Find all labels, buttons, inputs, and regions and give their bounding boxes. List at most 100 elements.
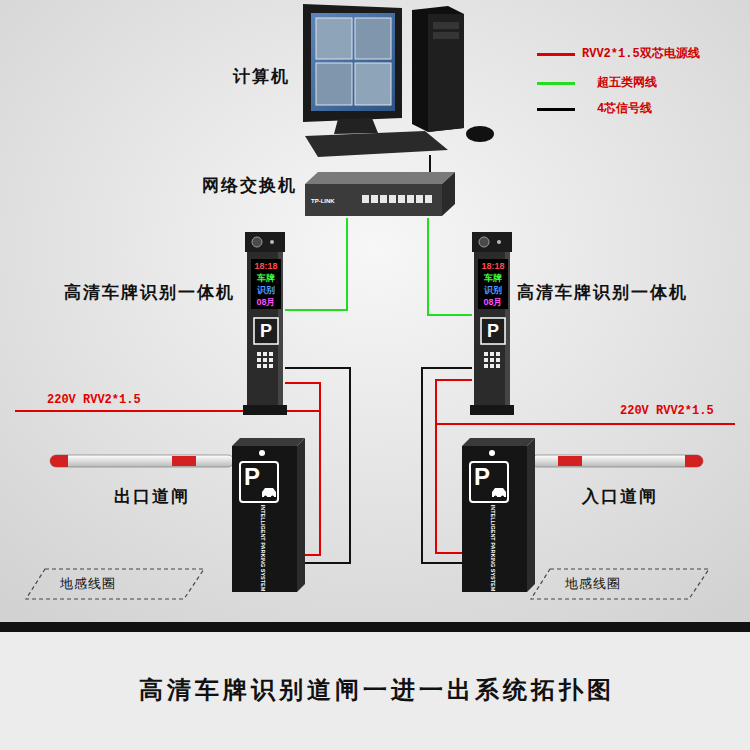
car-wheel [271, 495, 274, 498]
cable-connector [422, 368, 472, 563]
led-text: 08月 [251, 297, 281, 308]
key [269, 364, 273, 368]
parking-logo-frame [240, 462, 278, 502]
node-label-holder: 地感线圈 [565, 576, 621, 592]
legend-row: 超五类网线 [537, 75, 727, 91]
diagram-caption: 高清车牌识别道闸一进一出系统拓扑图 [0, 674, 750, 706]
label-holder: 08月 [478, 297, 508, 308]
monitor-stand [334, 118, 378, 134]
key [263, 352, 267, 356]
plate-camera [470, 232, 514, 415]
label-holder: 识别 [478, 285, 508, 296]
car-wheel [264, 495, 267, 498]
legend-row: RVV2*1.5双芯电源线 [537, 46, 727, 62]
ground-loop-node: 地感线圈 [530, 568, 710, 600]
arm-bar [50, 455, 234, 467]
node-label-holder: 出口道闸 [114, 486, 190, 507]
arm-band [172, 456, 196, 466]
led-text: 识别 [478, 285, 508, 296]
parking-sign [254, 318, 278, 344]
switch-ports [362, 195, 432, 203]
cable-connector [285, 383, 320, 555]
cable-connector [285, 218, 347, 310]
gate-indicator [259, 450, 265, 456]
car-icon [262, 488, 276, 497]
led-display [251, 259, 281, 309]
led-text: 车牌 [251, 273, 281, 284]
label-holder: 220V RVV2*1.5 [47, 393, 141, 407]
legend-swatch [537, 108, 575, 111]
video-tile [316, 63, 352, 105]
video-tile [316, 18, 352, 59]
arm-tip [685, 455, 703, 467]
computer [303, 4, 494, 157]
barrier-arm [50, 455, 234, 467]
node-label: 入口道闸 [582, 486, 658, 507]
key [263, 358, 267, 362]
barrier-arm [531, 455, 703, 467]
network-switch [305, 172, 455, 216]
label-holder: TP-LINK [311, 197, 335, 205]
node-label: 高清车牌识别一体机 [64, 282, 235, 303]
node-label: 高清车牌识别一体机 [517, 282, 688, 303]
port [416, 195, 423, 203]
arm-tip [50, 455, 68, 467]
cable-connector [436, 380, 472, 553]
key [257, 352, 261, 356]
led-text: 识别 [251, 285, 281, 296]
pc-tower-front [428, 14, 464, 132]
key [269, 352, 273, 356]
key [263, 364, 267, 368]
legend-row: 4芯信号线 [537, 101, 727, 117]
node-label-holder: 地感线圈 [60, 576, 116, 592]
port [398, 195, 405, 203]
caption-holder: 高清车牌识别道闸一进一出系统拓扑图 [0, 674, 750, 706]
video-tile [355, 63, 391, 105]
port [380, 195, 387, 203]
barrier-gate-node: 入口道闸 [462, 438, 535, 593]
gate-top [232, 438, 305, 446]
label-holder: P [472, 463, 492, 491]
power-label: 220V RVV2*1.5 [47, 393, 141, 407]
parking-logo-letter: P [472, 463, 492, 491]
led-text: 18:18 [478, 261, 508, 272]
barrier-gate [232, 438, 305, 592]
port [371, 195, 378, 203]
node-label-holder: 高清车牌识别一体机 [517, 282, 688, 303]
camera-lens [252, 237, 262, 247]
key [269, 358, 273, 362]
barrier-gate [462, 438, 535, 592]
label-holder: 识别 [251, 285, 281, 296]
node-label: 出口道闸 [114, 486, 190, 507]
node-label: 地感线圈 [60, 576, 116, 592]
legend-text: 4芯信号线 [597, 101, 652, 117]
monitor-screen [311, 13, 395, 111]
key [257, 364, 261, 368]
gate-brand-text: INTELLIGENT PARKING SYSTEM [259, 505, 266, 592]
camera-body [247, 250, 283, 407]
plate-camera [243, 232, 287, 415]
caption-ground [0, 632, 750, 750]
background [0, 0, 750, 622]
parking-sign-letter: P [481, 318, 505, 344]
parking-logo-letter: P [242, 463, 262, 491]
keypad [257, 352, 273, 368]
power-label: 220V RVV2*1.5 [620, 404, 714, 418]
node-label-holder: 高清车牌识别一体机 [64, 282, 235, 303]
key [257, 358, 261, 362]
legend-swatch [537, 82, 575, 85]
arm-bar [531, 455, 703, 467]
gate-brand-text: INTELLIGENT PARKING SYSTEM [489, 505, 496, 592]
led-text: 车牌 [478, 273, 508, 284]
legend-text: RVV2*1.5双芯电源线 [582, 46, 700, 62]
cable-connector [428, 218, 472, 315]
monitor-bezel [303, 4, 402, 122]
divider-bar [0, 622, 750, 632]
label-holder: P [242, 463, 262, 491]
cable-connector [285, 368, 350, 563]
pc-tower [412, 6, 464, 132]
switch-top [305, 172, 455, 184]
camera-light [270, 240, 274, 244]
node-label: 计算机 [233, 66, 290, 87]
